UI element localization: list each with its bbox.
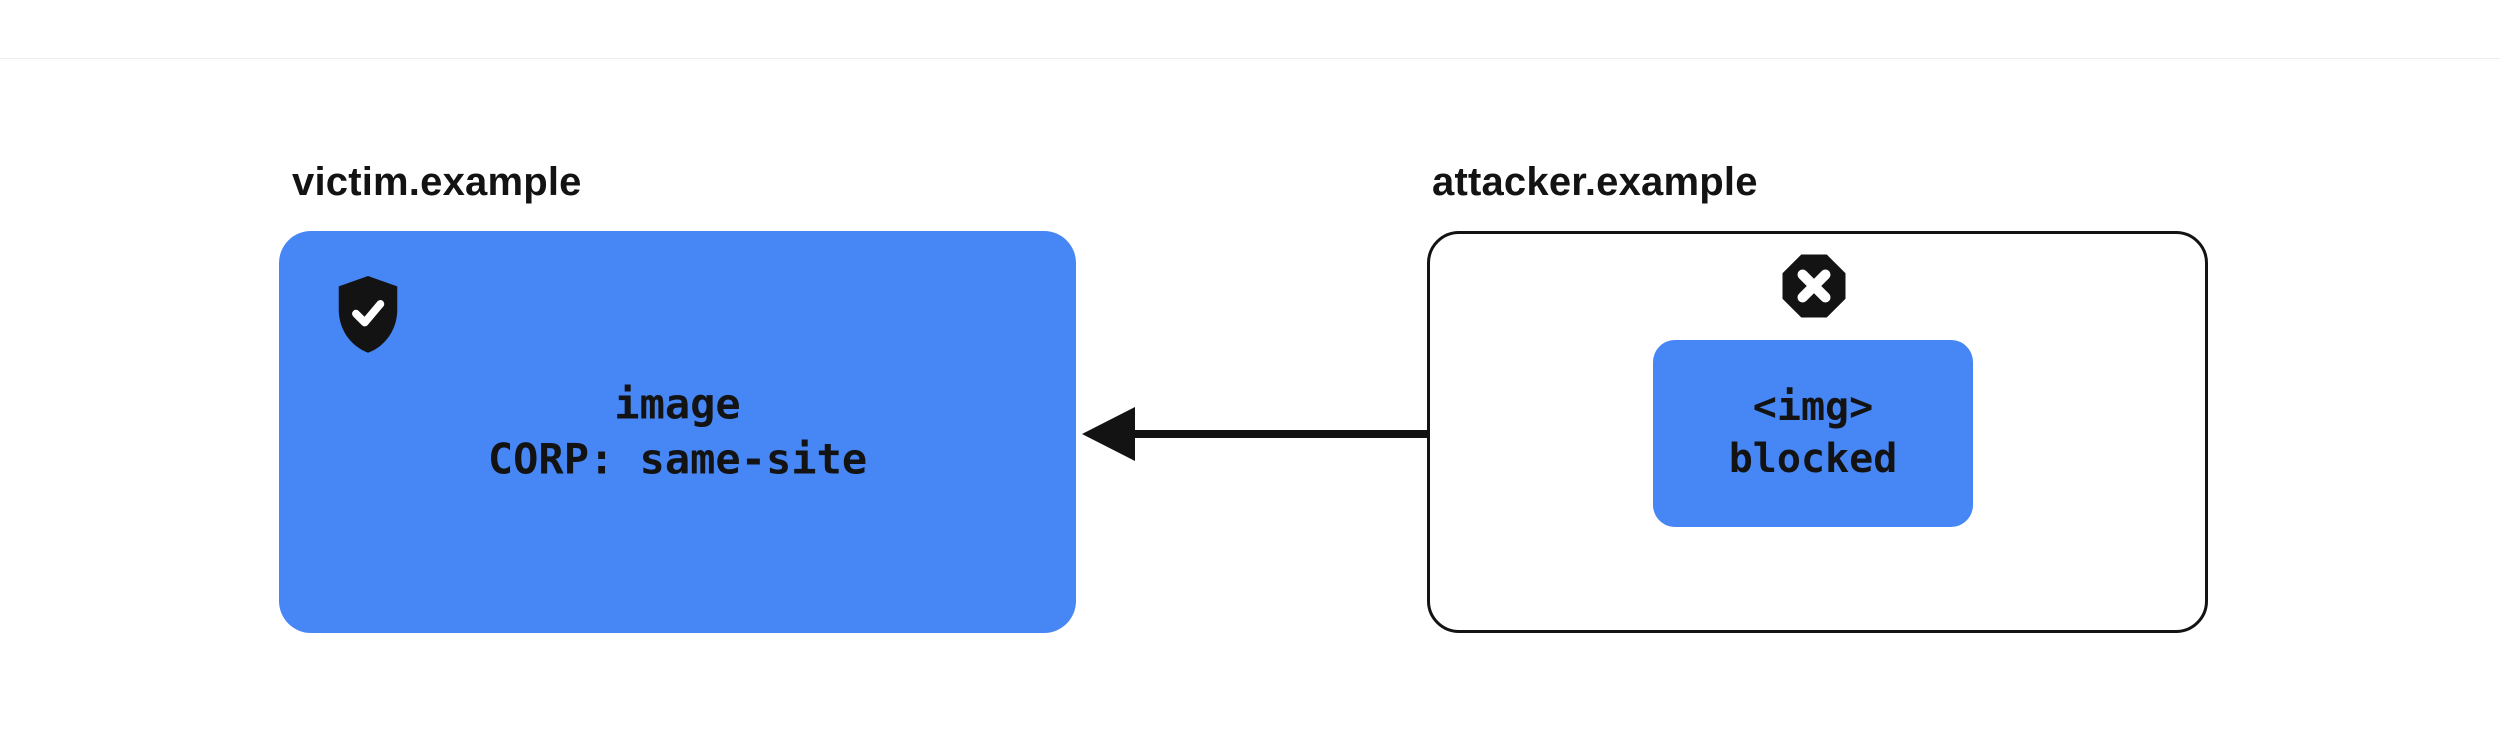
victim-resource-text: image CORP: same-site [279, 377, 1076, 488]
victim-domain-label: victim.example [292, 160, 582, 204]
top-divider [0, 58, 2500, 59]
img-request-line2: blocked [1728, 436, 1898, 483]
img-request-line1: <img> [1752, 383, 1874, 430]
img-request-box: <img> blocked [1653, 340, 1973, 527]
shield-check-icon [329, 271, 407, 359]
victim-resource-line2: CORP: same-site [487, 435, 868, 484]
victim-resource-line1: image [614, 379, 741, 429]
img-request-text: <img> blocked [1653, 381, 1973, 487]
attacker-domain-label: attacker.example [1432, 160, 1758, 204]
victim-site-box: image CORP: same-site [279, 231, 1076, 633]
blocked-x-icon [1778, 250, 1850, 322]
